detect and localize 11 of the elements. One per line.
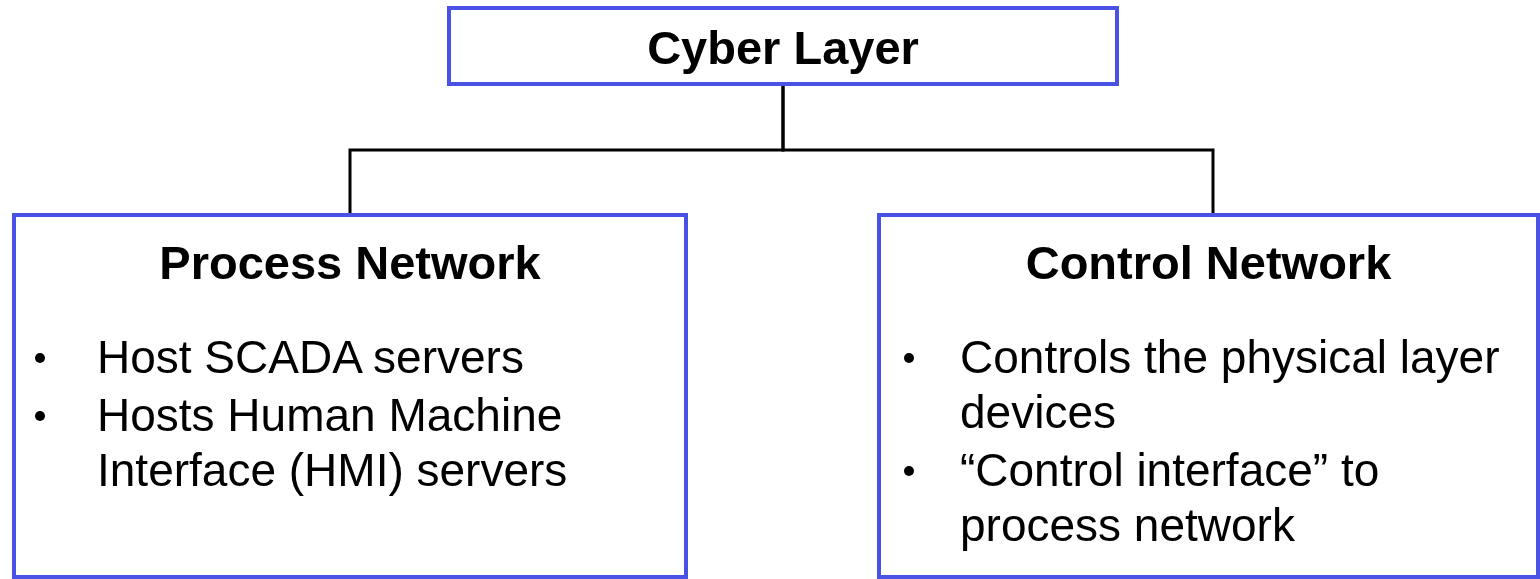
heading: Cyber Layer: [646, 20, 920, 75]
bullet-text: Host SCADA servers: [97, 330, 525, 385]
bullet-text: “Control interface” to process network: [960, 443, 1381, 553]
heading: Control Network: [1024, 235, 1393, 290]
network-box: [12, 213, 688, 579]
bullet-text: Hosts Human Machine Interface (HMI) servers: [97, 388, 569, 498]
bullet-text: Controls the physical layer devices: [960, 330, 1501, 440]
layer-box: [447, 6, 1119, 86]
network-box: [877, 213, 1540, 579]
connector-line: [781, 86, 1215, 213]
heading: Process Network: [158, 235, 542, 290]
